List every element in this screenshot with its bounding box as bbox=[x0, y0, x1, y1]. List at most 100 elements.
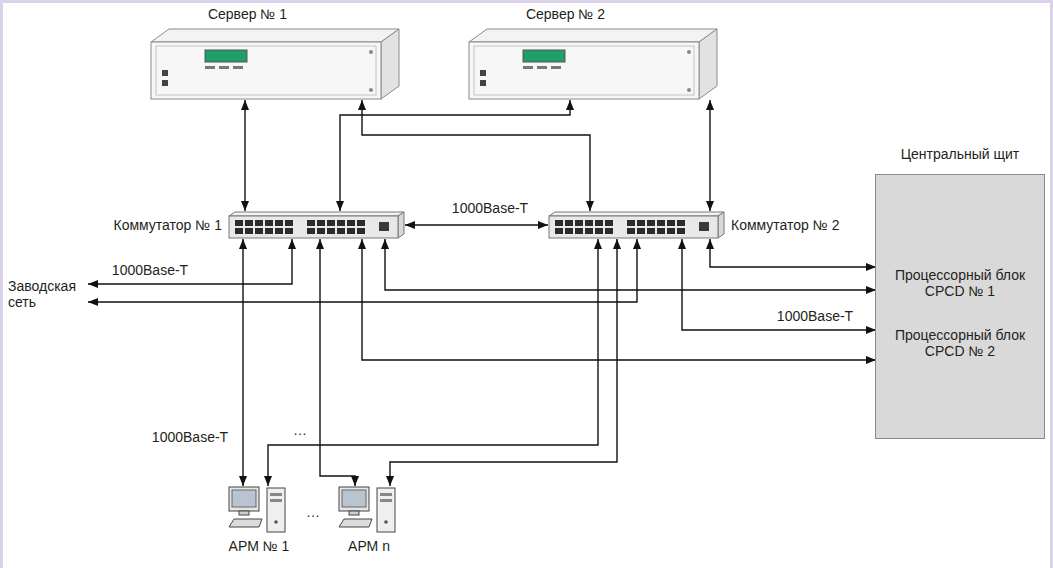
switch-side bbox=[718, 212, 724, 238]
server-node: Сервер № 2 bbox=[468, 6, 718, 100]
node-label: АРМ n bbox=[348, 538, 390, 554]
label-box: Процессорный блок CPCD № 1 bbox=[882, 267, 1038, 299]
ellipsis-box: … bbox=[291, 422, 309, 438]
network-link bbox=[362, 239, 876, 360]
switch-port bbox=[657, 220, 665, 226]
switch-port bbox=[595, 228, 603, 234]
label-box: Процессорный блок CPCD № 2 bbox=[882, 327, 1038, 359]
central-panel: Центральный щитПроцессорный блок CPCD № … bbox=[875, 146, 1045, 439]
switch-port bbox=[677, 228, 685, 234]
network-link bbox=[362, 100, 590, 211]
label-box: Центральный щит bbox=[901, 146, 1020, 162]
switch-port bbox=[585, 220, 593, 226]
label-box: Сервер № 2 bbox=[468, 6, 663, 22]
keyboard bbox=[339, 519, 372, 527]
network-link bbox=[340, 100, 570, 211]
workstation-node: АРМ № 1 bbox=[228, 486, 290, 554]
arm-icon bbox=[228, 486, 290, 534]
switch-port bbox=[647, 220, 655, 226]
drive-bay bbox=[380, 499, 392, 502]
label-box: Сервер № 1 bbox=[150, 6, 345, 22]
switch-port bbox=[357, 228, 365, 234]
server-side bbox=[699, 29, 717, 99]
edge-label: 1000Base-T bbox=[450, 200, 530, 216]
switch-port bbox=[347, 220, 355, 226]
ellipsis-label: … bbox=[304, 504, 322, 520]
switch-icon-box bbox=[548, 211, 725, 239]
switch-port bbox=[627, 220, 635, 226]
server-bezel bbox=[156, 46, 376, 95]
server-bezel bbox=[474, 46, 694, 95]
network-link bbox=[405, 224, 548, 225]
switch-icon-box bbox=[228, 211, 405, 239]
node-label: Коммутатор № 1 bbox=[114, 217, 223, 233]
ellipsis-label: … bbox=[291, 422, 309, 438]
switch-port bbox=[347, 228, 355, 234]
server-screw bbox=[687, 50, 691, 54]
label-box: Коммутатор № 1 bbox=[114, 217, 223, 233]
switch-port bbox=[255, 228, 263, 234]
switch-port bbox=[285, 228, 293, 234]
label-box: АРМ № 1 bbox=[229, 538, 290, 554]
server-button bbox=[551, 66, 561, 69]
switch-port bbox=[637, 228, 645, 234]
label-box: АРМ n bbox=[348, 538, 390, 554]
server-switch bbox=[162, 80, 168, 86]
network-link bbox=[385, 239, 876, 290]
switch-port bbox=[327, 220, 335, 226]
ellipsis-box: … bbox=[304, 504, 322, 520]
switch-port bbox=[565, 228, 573, 234]
switch-port bbox=[357, 220, 365, 226]
edge-label-box: 1000Base-T bbox=[450, 200, 530, 216]
label-box: Коммутатор № 2 bbox=[731, 217, 840, 233]
switch-port bbox=[327, 228, 335, 234]
drive-bay bbox=[270, 499, 282, 502]
node-label: Сервер № 1 bbox=[150, 6, 345, 22]
switch-port bbox=[265, 228, 273, 234]
node-label: АРМ № 1 bbox=[229, 538, 290, 554]
server-front bbox=[469, 42, 699, 99]
network-link bbox=[268, 239, 598, 486]
edge-label: 1000Base-T bbox=[775, 308, 855, 324]
server-display bbox=[523, 50, 565, 62]
server-button bbox=[219, 66, 229, 69]
switch-top bbox=[549, 212, 724, 216]
panel-box: Процессорный блок CPCD № 1 Процессорный б… bbox=[875, 174, 1045, 439]
switch-side bbox=[398, 212, 404, 238]
server-front bbox=[151, 42, 381, 99]
server-icon-box bbox=[468, 28, 718, 100]
switch-port bbox=[245, 228, 253, 234]
server-button bbox=[233, 66, 243, 69]
node-label: Сервер № 2 bbox=[468, 6, 663, 22]
processor-block: Процессорный блок CPCD № 2 bbox=[876, 315, 1044, 370]
server-screw bbox=[369, 88, 373, 92]
switch-port bbox=[647, 228, 655, 234]
switch-port bbox=[565, 220, 573, 226]
power-button bbox=[384, 520, 388, 524]
switch-port bbox=[667, 228, 675, 234]
edge-label: 1000Base-T bbox=[150, 429, 230, 445]
server-top bbox=[469, 29, 717, 42]
node-label: Процессорный блок CPCD № 1 bbox=[882, 267, 1038, 299]
monitor bbox=[229, 487, 259, 511]
switch-port bbox=[555, 228, 563, 234]
server-display bbox=[205, 50, 247, 62]
switch-port bbox=[575, 228, 583, 234]
switch-port bbox=[255, 220, 263, 226]
switch-port bbox=[275, 228, 283, 234]
edge-label-box: 1000Base-T bbox=[775, 308, 855, 324]
network-link bbox=[88, 239, 292, 284]
switch-port bbox=[245, 220, 253, 226]
server-icon bbox=[150, 28, 400, 100]
monitor bbox=[339, 487, 369, 511]
switch-port bbox=[605, 220, 613, 226]
uplink-port bbox=[699, 222, 709, 231]
system-unit bbox=[377, 488, 395, 532]
switch-port bbox=[575, 220, 583, 226]
arm-icon bbox=[338, 486, 400, 534]
node-label: Заводская сеть bbox=[8, 278, 88, 310]
switch-port bbox=[265, 220, 273, 226]
monitor-stand bbox=[349, 511, 359, 515]
edge-label-box: 1000Base-T bbox=[110, 262, 190, 278]
server-screw bbox=[687, 88, 691, 92]
